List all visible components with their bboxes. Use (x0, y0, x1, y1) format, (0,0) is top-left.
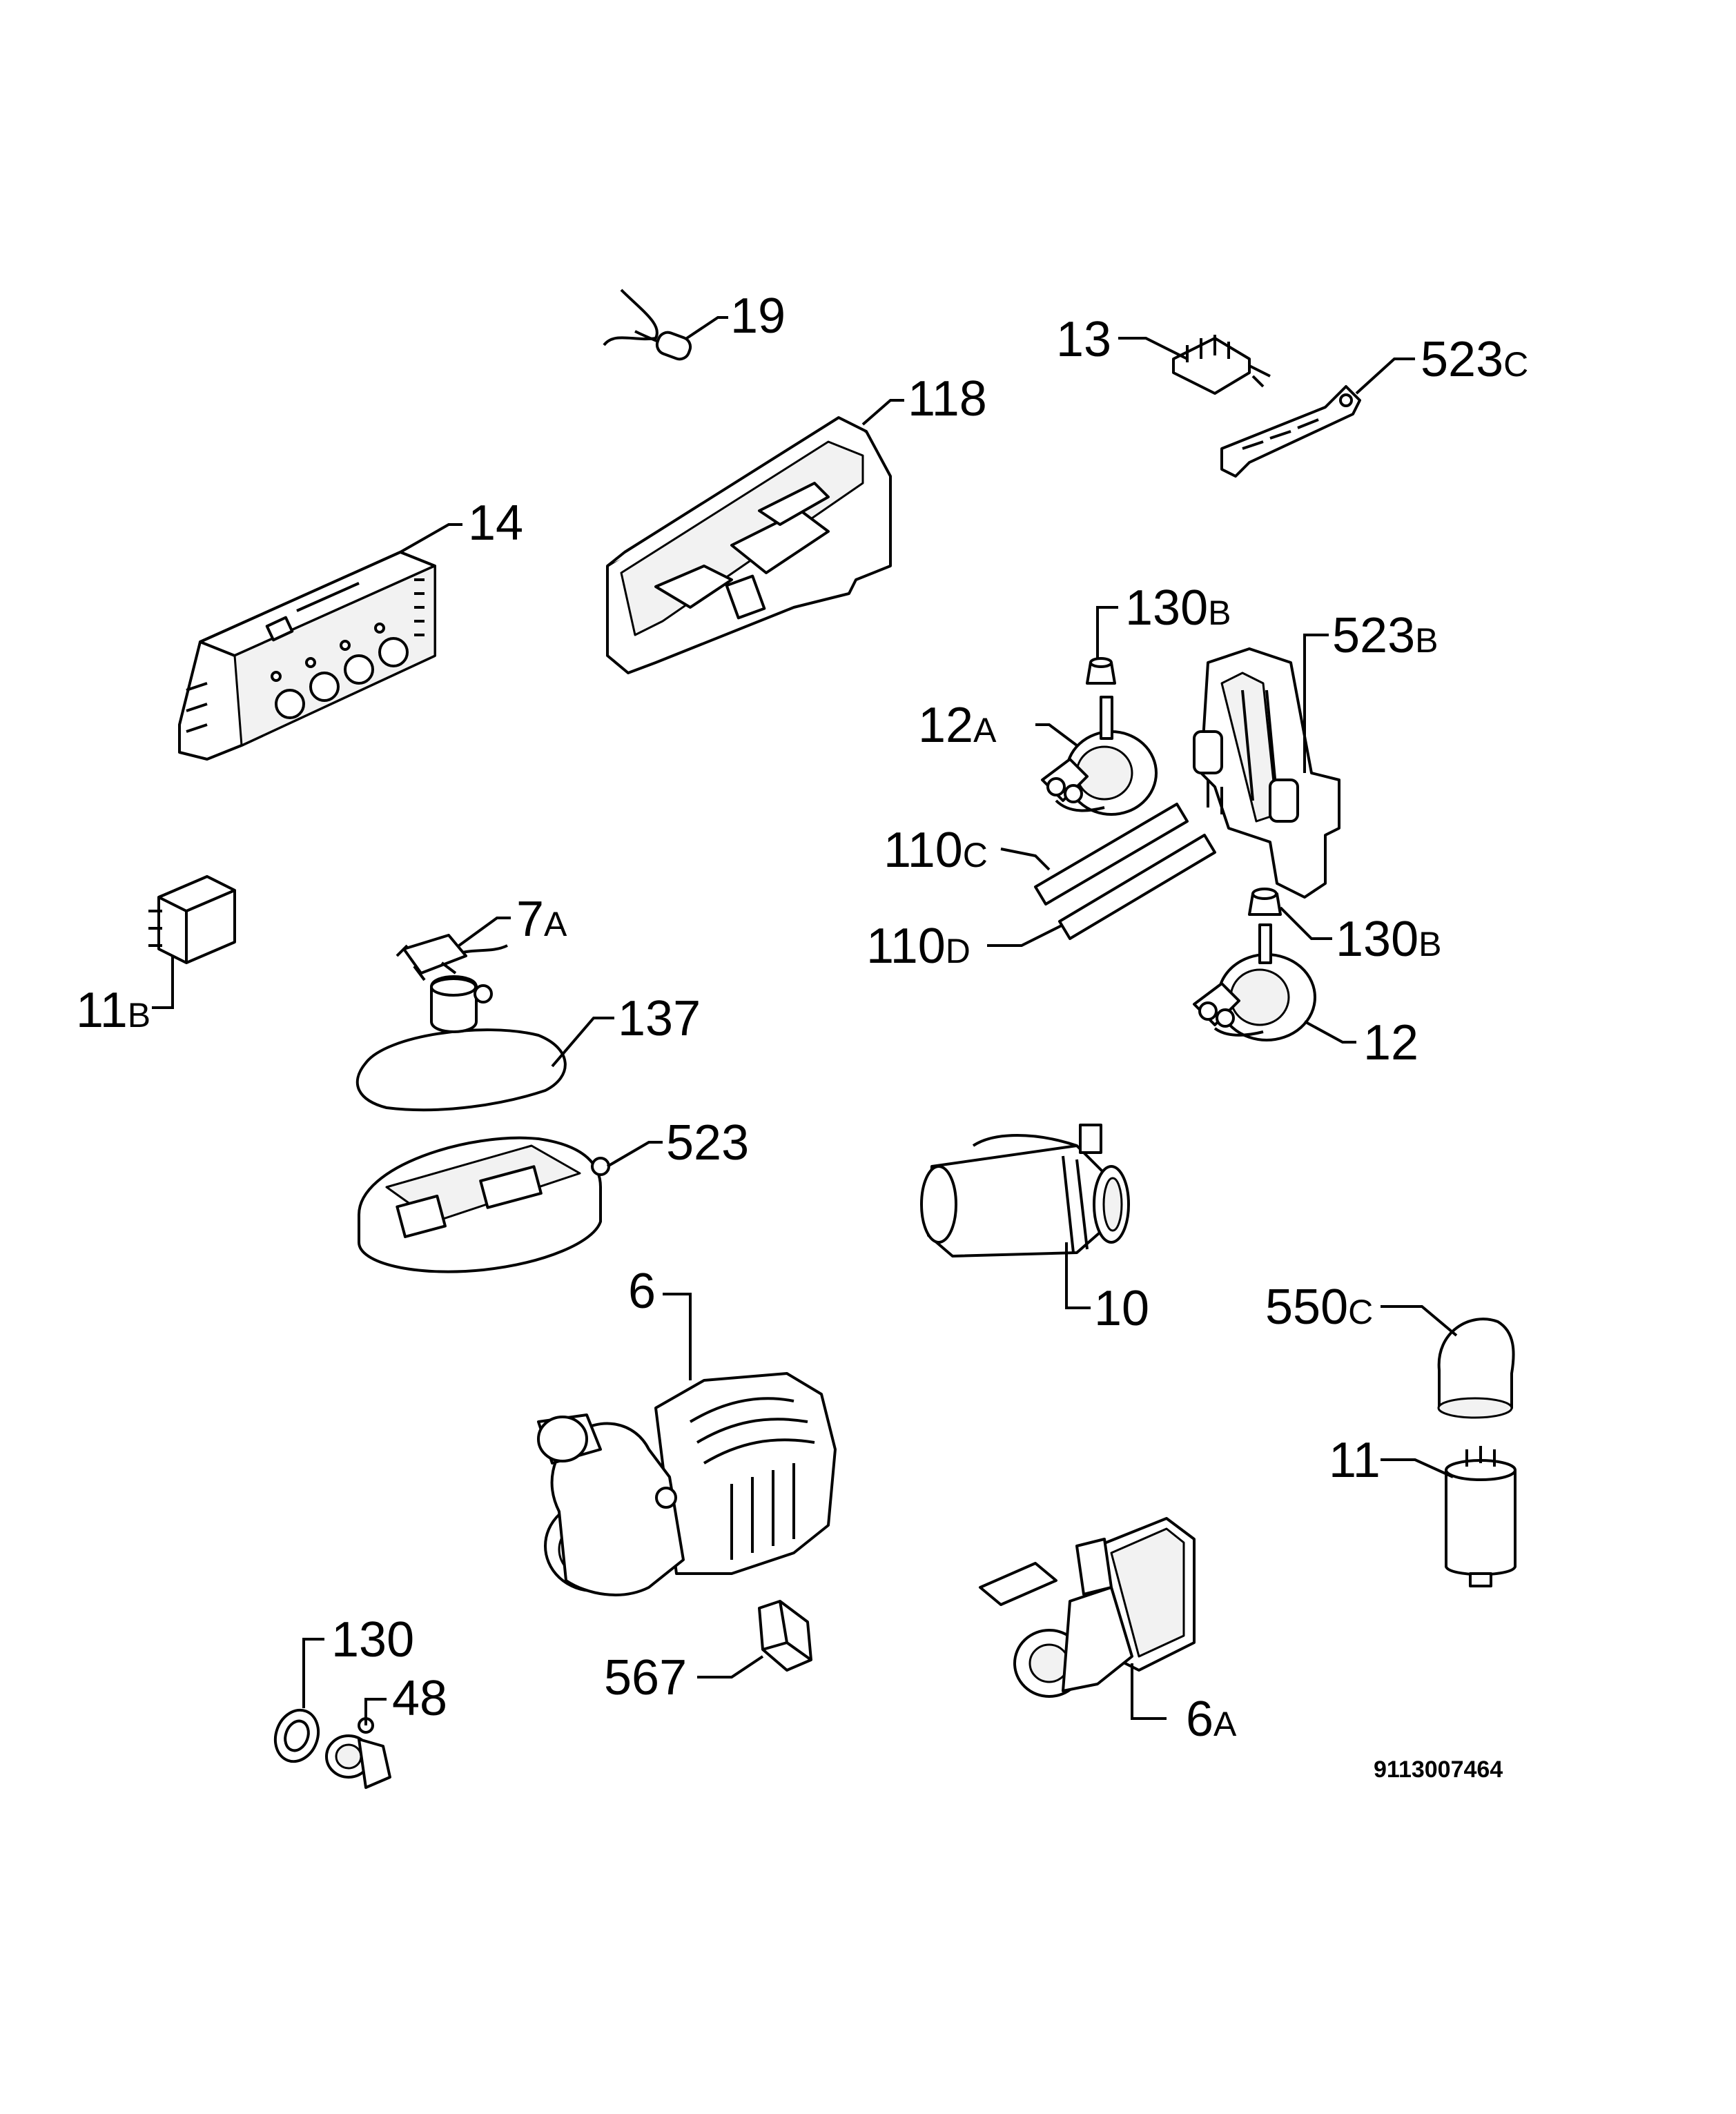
label-48: 48 (392, 1671, 447, 1726)
part-523-lock-housing (358, 1136, 610, 1273)
leader-12a (1035, 723, 1078, 747)
part-523b-bracket (1193, 647, 1340, 899)
part-14-electronic-module (178, 551, 436, 761)
part-118-panel-housing (606, 416, 892, 674)
leader-110c (1000, 848, 1051, 871)
leader-11 (1381, 1458, 1454, 1478)
leader-48 (364, 1698, 387, 1725)
part-6-circulation-pump (537, 1372, 837, 1596)
part-523c-bracket (1220, 385, 1361, 478)
leader-130 (302, 1638, 324, 1708)
label-523: 523 (666, 1115, 749, 1171)
label-118: 118 (908, 371, 987, 427)
label-567: 567 (604, 1650, 687, 1705)
part-130b-top-cap (1086, 657, 1116, 685)
part-6a-drain-pump (979, 1517, 1196, 1698)
label-11: 11 (1329, 1433, 1381, 1488)
label-137: 137 (618, 991, 701, 1046)
part-13-switch (1172, 335, 1271, 395)
label-6a: 6A (1186, 1692, 1237, 1747)
label-550c: 550C (1265, 1280, 1373, 1335)
part-12a-pressostat (1041, 696, 1158, 816)
label-11b: 11B (76, 983, 150, 1038)
label-130b-bottom: 130B (1336, 912, 1442, 967)
leader-12 (1304, 1020, 1356, 1044)
leader-130b-bottom (1279, 906, 1332, 940)
label-130: 130 (331, 1612, 414, 1667)
part-19-sensor (603, 288, 692, 361)
leader-6a (1131, 1663, 1167, 1720)
leader-13 (1118, 337, 1188, 360)
leader-137 (551, 1017, 614, 1068)
part-567-connector (758, 1600, 812, 1672)
part-12-pressostat (1193, 923, 1316, 1041)
part-130b-bottom-cap (1248, 888, 1282, 916)
part-130-o-ring (273, 1708, 320, 1763)
leader-523 (606, 1141, 663, 1168)
label-523c: 523C (1421, 332, 1528, 387)
leader-14 (400, 523, 462, 554)
leader-523b (1303, 634, 1329, 773)
leader-130b-top (1096, 606, 1118, 659)
part-137-cover (355, 975, 567, 1112)
leader-118 (861, 399, 904, 426)
drawing-code: 9113007464 (1374, 1756, 1503, 1783)
leader-550c (1381, 1305, 1458, 1337)
label-130b-top: 130B (1125, 580, 1231, 636)
label-110d: 110D (866, 919, 971, 974)
part-11b-relay (148, 875, 236, 964)
leader-11b (152, 956, 174, 1009)
part-110d-hose (1058, 834, 1216, 940)
leader-10 (1065, 1242, 1091, 1309)
part-10-heater (920, 1124, 1130, 1257)
part-11-capacitor (1445, 1446, 1516, 1587)
label-12: 12 (1363, 1015, 1418, 1070)
label-6: 6 (628, 1264, 656, 1319)
leader-7a (458, 917, 511, 947)
part-550c-cap (1437, 1318, 1515, 1419)
part-48-plug (325, 1717, 391, 1789)
label-12a: 12A (918, 698, 997, 753)
leader-19 (685, 316, 728, 340)
part-7a-clip (396, 934, 508, 981)
label-10: 10 (1094, 1281, 1149, 1336)
label-110c: 110C (884, 823, 988, 878)
leader-110d (987, 923, 1064, 947)
label-7a: 7A (516, 892, 567, 947)
part-110c-hose (1034, 803, 1189, 906)
label-13: 13 (1056, 312, 1111, 367)
label-14: 14 (468, 496, 523, 551)
label-523b: 523B (1332, 608, 1438, 663)
leader-523c (1355, 358, 1415, 395)
label-19: 19 (730, 288, 786, 344)
leader-6 (663, 1293, 692, 1380)
leader-567 (697, 1655, 764, 1679)
